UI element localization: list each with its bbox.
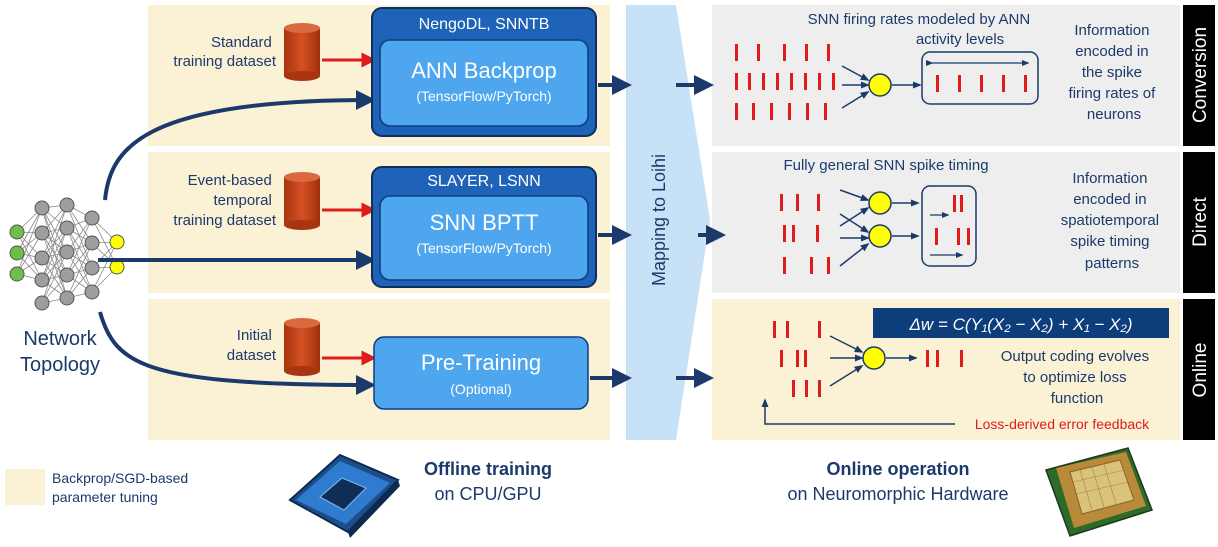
method-title-1: ANN Backprop bbox=[411, 58, 557, 83]
conversion-neuron bbox=[868, 73, 892, 97]
mapping-chevron bbox=[626, 5, 710, 440]
side-tab-online bbox=[1183, 299, 1215, 440]
feedback-loop-arrow bbox=[761, 398, 955, 425]
conversion-info: Information encoded in the spike firing … bbox=[1069, 22, 1160, 123]
conversion-output-box bbox=[921, 51, 1039, 105]
conversion-spikes-out bbox=[936, 75, 1027, 92]
side-tab-direct-label: Direct bbox=[1190, 196, 1211, 246]
direct-neuron-1 bbox=[868, 191, 892, 215]
method-title-2: SNN BPTT bbox=[430, 210, 539, 235]
method-box-1 bbox=[379, 39, 589, 127]
online-subtitle: on Neuromorphic Hardware bbox=[787, 484, 1008, 504]
legend-swatch bbox=[5, 469, 45, 505]
conversion-heading: SNN firing rates modeled by ANN activity… bbox=[808, 11, 1035, 48]
direct-spikes-in bbox=[780, 194, 830, 274]
dataset-cylinder-1 bbox=[284, 23, 320, 81]
method-subtitle-2: (TensorFlow/PyTorch) bbox=[416, 240, 551, 256]
direct-heading: Fully general SNN spike timing bbox=[783, 157, 988, 174]
direct-synapses bbox=[839, 189, 920, 267]
loihi-chip-image bbox=[1045, 447, 1153, 537]
panel-direct bbox=[712, 152, 1180, 293]
online-spikes-out bbox=[926, 350, 963, 367]
legend-label: Backprop/SGD-based parameter tuning bbox=[52, 470, 192, 505]
direct-time-arrows bbox=[930, 211, 964, 259]
cpu-chip-image bbox=[288, 453, 400, 538]
side-tab-conversion bbox=[1183, 5, 1215, 146]
dataset-cylinder-3 bbox=[284, 318, 320, 376]
method-subtitle-1: (TensorFlow/PyTorch) bbox=[416, 88, 551, 104]
feedback-label: Loss-derived error feedback bbox=[975, 416, 1150, 432]
dataset-label-1: Standard training dataset bbox=[173, 34, 276, 70]
method-title-3: Pre-Training bbox=[421, 350, 541, 375]
offline-title: Offline training bbox=[424, 459, 552, 479]
conversion-spikes-in bbox=[735, 44, 835, 120]
equation: Δw = C(Y₁(X₂ − X₂) + X₁ − X₂) bbox=[909, 315, 1133, 334]
method-box-2 bbox=[379, 195, 589, 281]
side-tab-conversion-label: Conversion bbox=[1190, 27, 1211, 123]
tool-label-2: SLAYER, LSNN bbox=[427, 173, 541, 190]
mapping-label: Mapping to Loihi bbox=[649, 154, 669, 286]
offline-subtitle: on CPU/GPU bbox=[434, 484, 541, 504]
direct-neuron-2 bbox=[868, 224, 892, 248]
network-topology bbox=[9, 197, 125, 311]
network-label-2: Topology bbox=[20, 354, 100, 376]
online-spikes-in bbox=[773, 321, 821, 397]
online-info: Output coding evolves to optimize loss f… bbox=[1001, 348, 1154, 407]
dataset-cylinder-2 bbox=[284, 172, 320, 230]
direct-output-box bbox=[921, 185, 977, 267]
online-title: Online operation bbox=[826, 459, 969, 479]
side-tab-online-label: Online bbox=[1190, 343, 1211, 398]
arrow-network-to-row3 bbox=[98, 311, 376, 395]
equation-box bbox=[873, 308, 1169, 338]
network-label-1: Network bbox=[23, 328, 97, 350]
direct-info: Information encoded in spatiotemporal sp… bbox=[1061, 170, 1164, 272]
dataset-label-2: Event-based temporal training dataset bbox=[173, 172, 276, 229]
conversion-synapses bbox=[841, 65, 922, 109]
tool-label-1: NengoDL, SNNTB bbox=[419, 16, 550, 33]
dataset-label-3: Initial dataset bbox=[227, 327, 277, 364]
online-neuron bbox=[862, 346, 886, 370]
method-subtitle-3: (Optional) bbox=[450, 381, 511, 397]
side-tab-direct bbox=[1183, 152, 1215, 293]
direct-spikes-out bbox=[935, 195, 970, 245]
arrow-network-to-row1 bbox=[103, 90, 376, 201]
method-box-3 bbox=[373, 336, 589, 410]
online-synapses bbox=[829, 335, 918, 387]
